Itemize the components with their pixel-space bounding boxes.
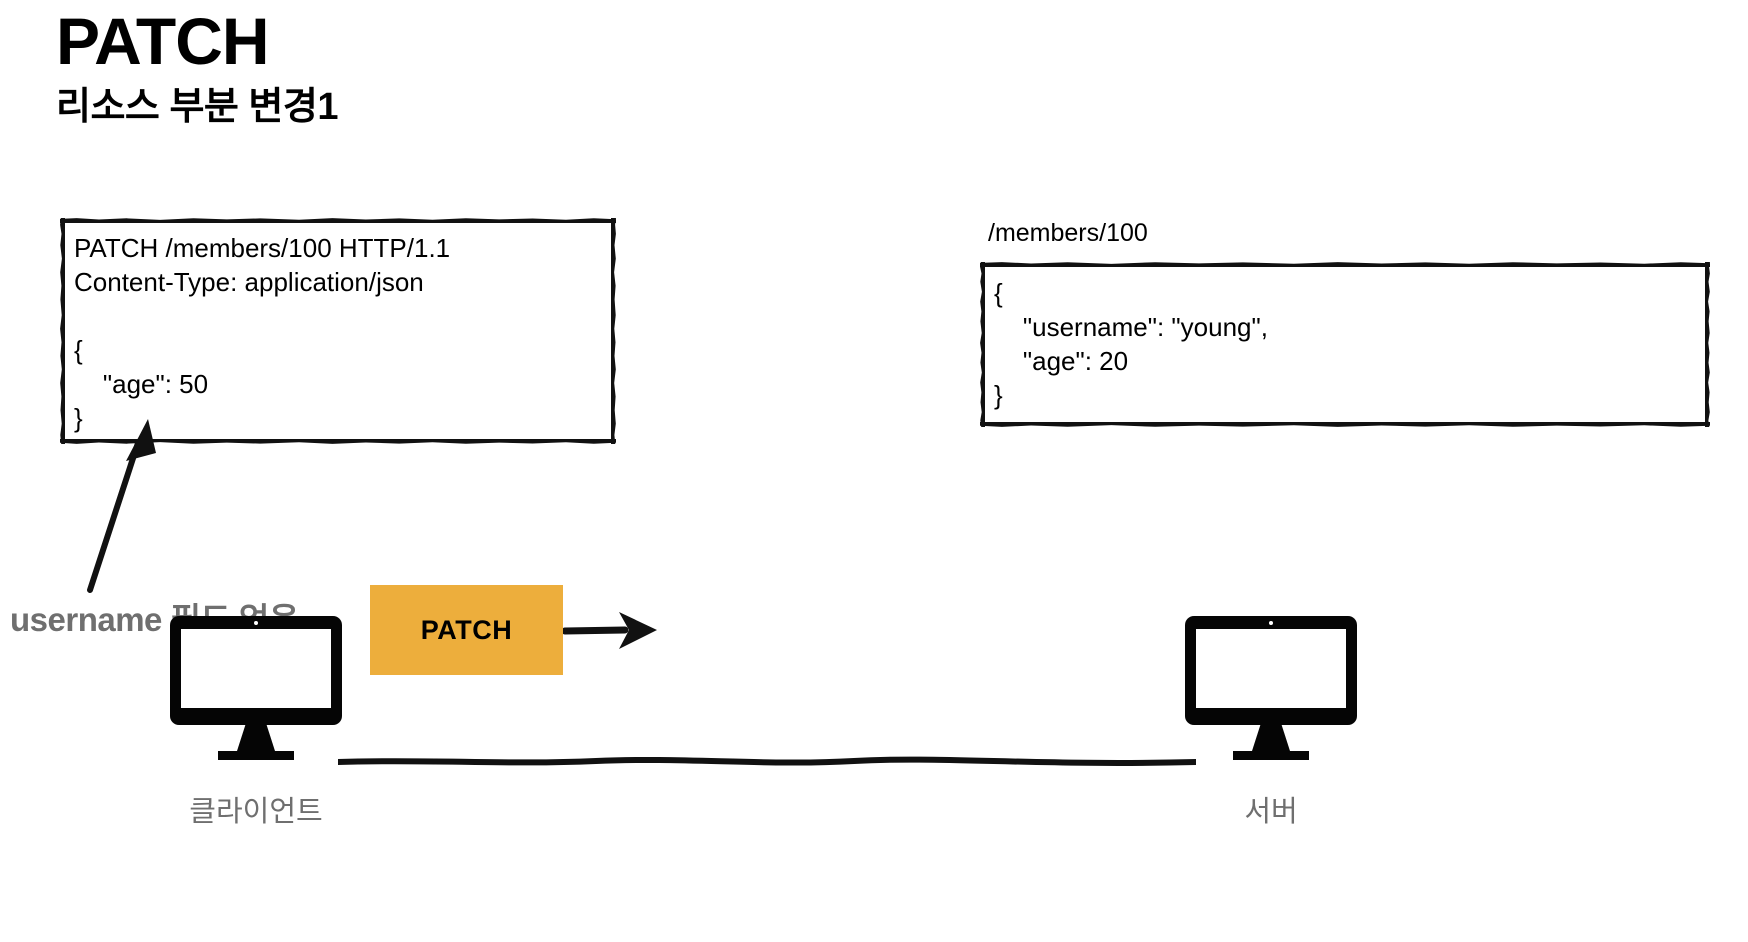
- box-edge-right: [1705, 262, 1710, 427]
- box-edge-bottom: [60, 439, 616, 444]
- monitor-screen: [1196, 629, 1346, 708]
- resource-path-label: /members/100: [988, 219, 1148, 247]
- http-request-box: PATCH /members/100 HTTP/1.1 Content-Type…: [60, 218, 616, 444]
- camera-dot-icon: [1269, 621, 1273, 625]
- stored-resource-box: { "username": "young", "age": 20 }: [980, 262, 1710, 427]
- method-chip-patch: PATCH: [370, 585, 563, 675]
- page-subtitle: 리소스 부분 변경1: [56, 86, 338, 129]
- page-title: PATCH: [56, 4, 270, 78]
- heading-block: PATCH 리소스 부분 변경1: [56, 4, 338, 131]
- server-node: 서버: [1185, 616, 1357, 830]
- monitor-icon: [170, 616, 342, 725]
- http-request-text: PATCH /members/100 HTTP/1.1 Content-Type…: [74, 233, 451, 433]
- monitor-screen: [181, 629, 331, 708]
- method-chip-label: PATCH: [420, 614, 513, 645]
- monitor-stand-neck: [237, 725, 275, 751]
- box-edge-top: [980, 262, 1710, 267]
- monitor-icon: [1185, 616, 1357, 725]
- stored-resource-text: { "username": "young", "age": 20 }: [994, 278, 1268, 410]
- client-node: 클라이언트: [170, 616, 342, 830]
- box-edge-bottom: [980, 422, 1710, 427]
- connection-line: [338, 756, 1196, 766]
- monitor-stand-base: [218, 751, 294, 760]
- monitor-stand-neck: [1252, 725, 1290, 751]
- client-label: 클라이언트: [189, 796, 323, 828]
- arrow-right-icon: [563, 612, 657, 649]
- box-edge-left: [60, 218, 65, 444]
- box-edge-left: [980, 262, 985, 427]
- camera-dot-icon: [254, 621, 258, 625]
- box-edge-top: [60, 218, 616, 223]
- box-edge-right: [611, 218, 616, 444]
- server-label: 서버: [1244, 796, 1298, 828]
- monitor-stand-base: [1233, 751, 1309, 760]
